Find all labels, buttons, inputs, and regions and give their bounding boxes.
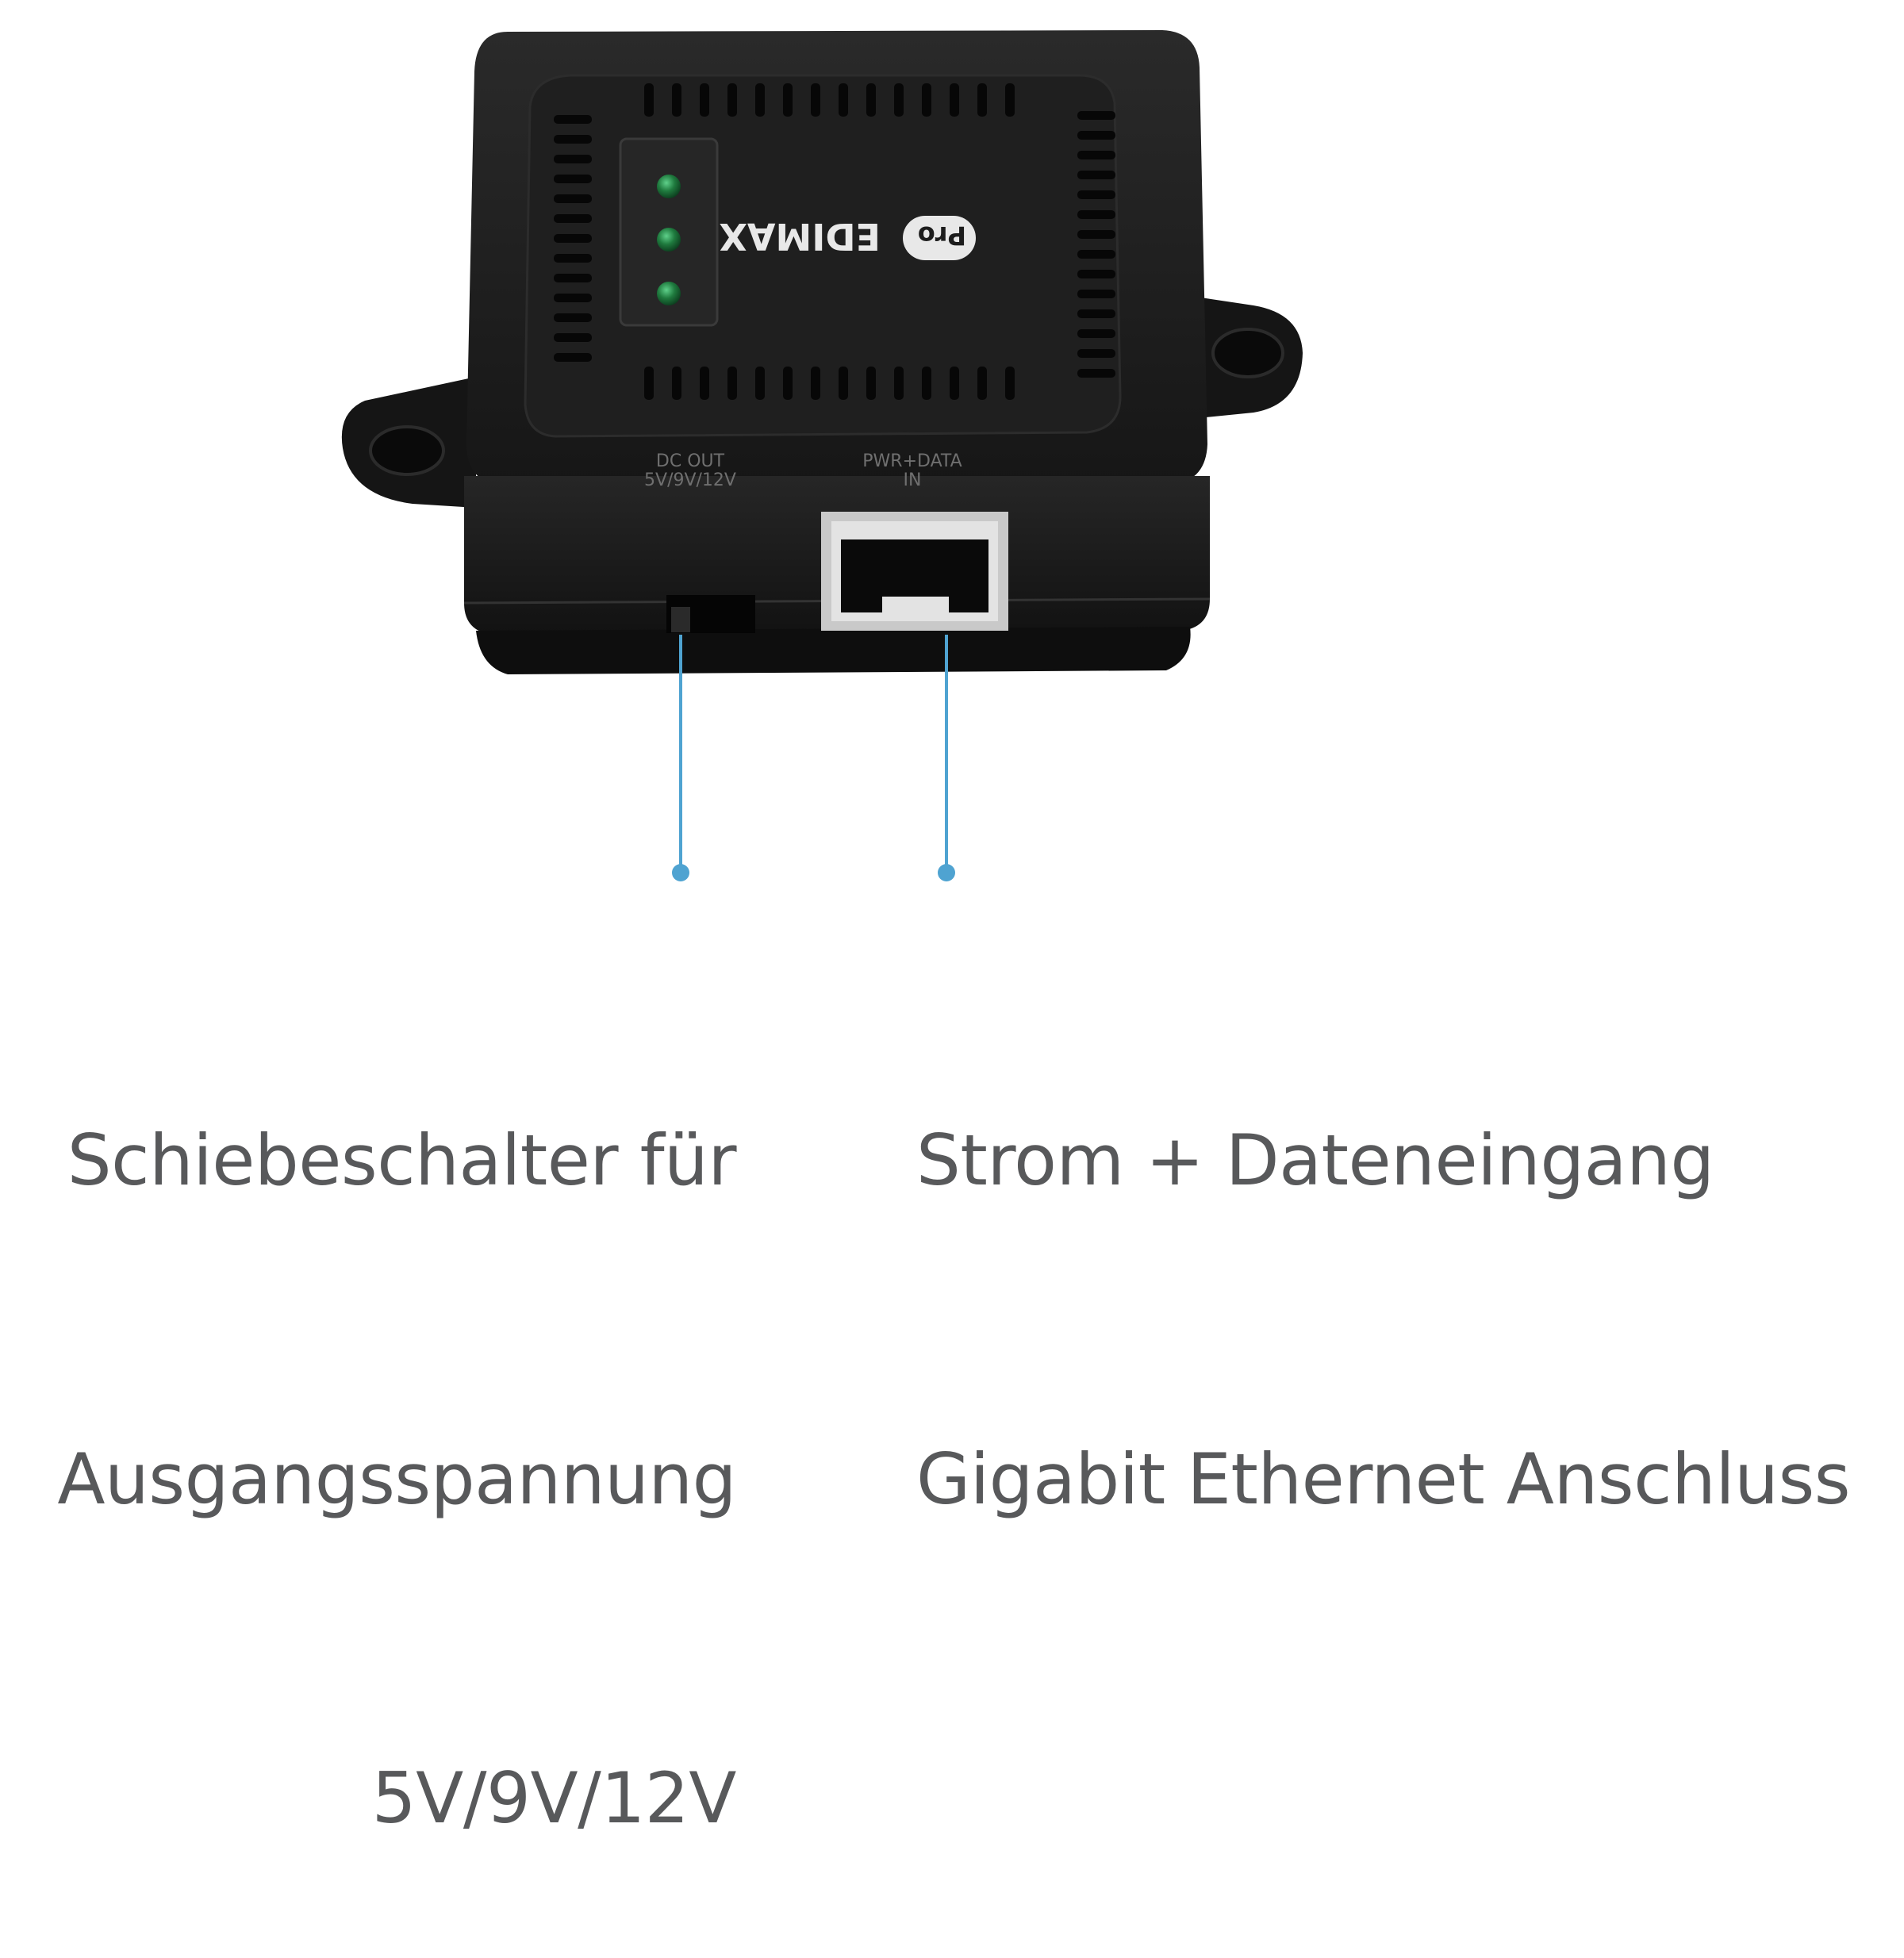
logo-text: EDIMAX [719, 215, 881, 258]
product-photo: EDIMAX Pro DC OUT 5V/9V/12V PWR+DATA IN [341, 30, 1303, 881]
edimax-pro-logo: EDIMAX Pro [719, 215, 976, 260]
dc-out-label: DC OUT [656, 451, 725, 471]
callout-right-line-1: Strom + Dateneingang [916, 1119, 1714, 1201]
callout-left-line-1: Schiebeschalter für [67, 1119, 737, 1201]
led-12v [657, 282, 681, 305]
callout-left-line-2: Ausgangsspannung [57, 1438, 736, 1520]
vent-slots-left [554, 115, 592, 362]
rj45-ethernet-port [821, 512, 1008, 631]
callout-ethernet-port: Strom + Dateneingang Gigabit Ethernet An… [916, 895, 1851, 1639]
vent-slots-right [1077, 111, 1115, 378]
voltage-slide-switch [666, 595, 755, 633]
poe-splitter-device: EDIMAX Pro DC OUT 5V/9V/12V PWR+DATA IN [463, 30, 1211, 674]
vent-slots-bottom [644, 367, 1015, 400]
led-5v [657, 175, 681, 198]
led-indicator-panel [619, 137, 719, 327]
callout-left-line-3: 5V/9V/12V [371, 1757, 737, 1839]
callout-slide-switch: Schiebeschalter für Ausgangsspannung 5V/… [57, 895, 736, 1958]
pwr-data-in-label: IN [904, 470, 922, 490]
vent-slots-top [644, 83, 1015, 117]
dc-out-voltage-label: 5V/9V/12V [644, 470, 736, 490]
callout-line-switch [672, 635, 689, 881]
logo-pro-text: Pro [918, 221, 966, 251]
led-9v [657, 228, 681, 251]
callout-line-port [938, 635, 955, 881]
pwr-data-label: PWR+DATA [862, 451, 962, 471]
callout-right-line-2: Gigabit Ethernet Anschluss [916, 1438, 1851, 1520]
mounting-ear-left [341, 377, 476, 508]
